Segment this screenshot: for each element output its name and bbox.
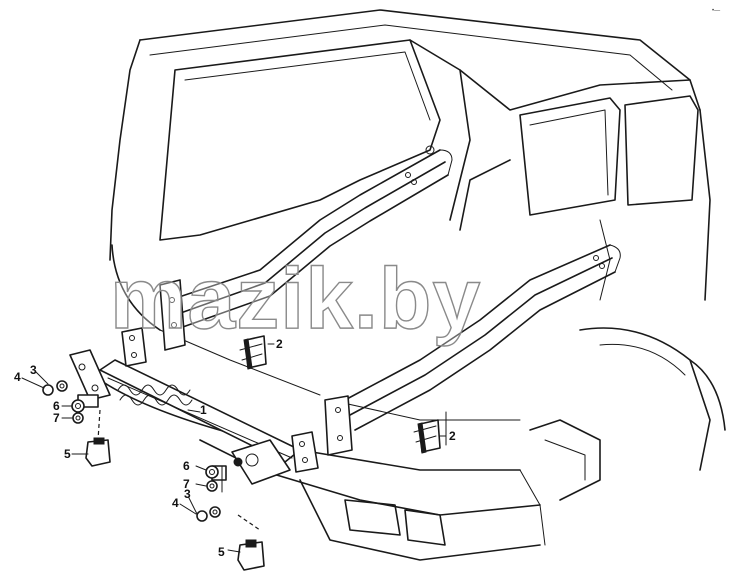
callout-4-left: 4 [14,370,21,384]
right-fasteners [196,465,265,571]
callout-1: 1 [200,403,207,417]
leader-lines [21,343,447,553]
callout-3-right: 3 [184,487,191,501]
callout-4-right: 4 [172,496,179,510]
corner-mark: •— [712,8,720,14]
left-frame-rail [159,145,453,351]
callout-2-upper: 2 [276,337,283,351]
clip-lower [413,419,441,454]
callout-5-left: 5 [64,447,71,461]
left-fasteners [42,380,111,467]
callout-6-left: 6 [53,399,60,413]
callout-6-right: 6 [183,459,190,473]
right-frame-rail [324,244,621,456]
callout-2-lower: 2 [449,429,456,443]
clip-upper [239,335,267,370]
callout-7-right: 7 [183,477,190,491]
callout-7-left: 7 [53,411,60,425]
watermark-text: mazik.by [110,251,481,347]
callout-5-right: 5 [218,545,225,559]
callout-3-left: 3 [30,363,37,377]
